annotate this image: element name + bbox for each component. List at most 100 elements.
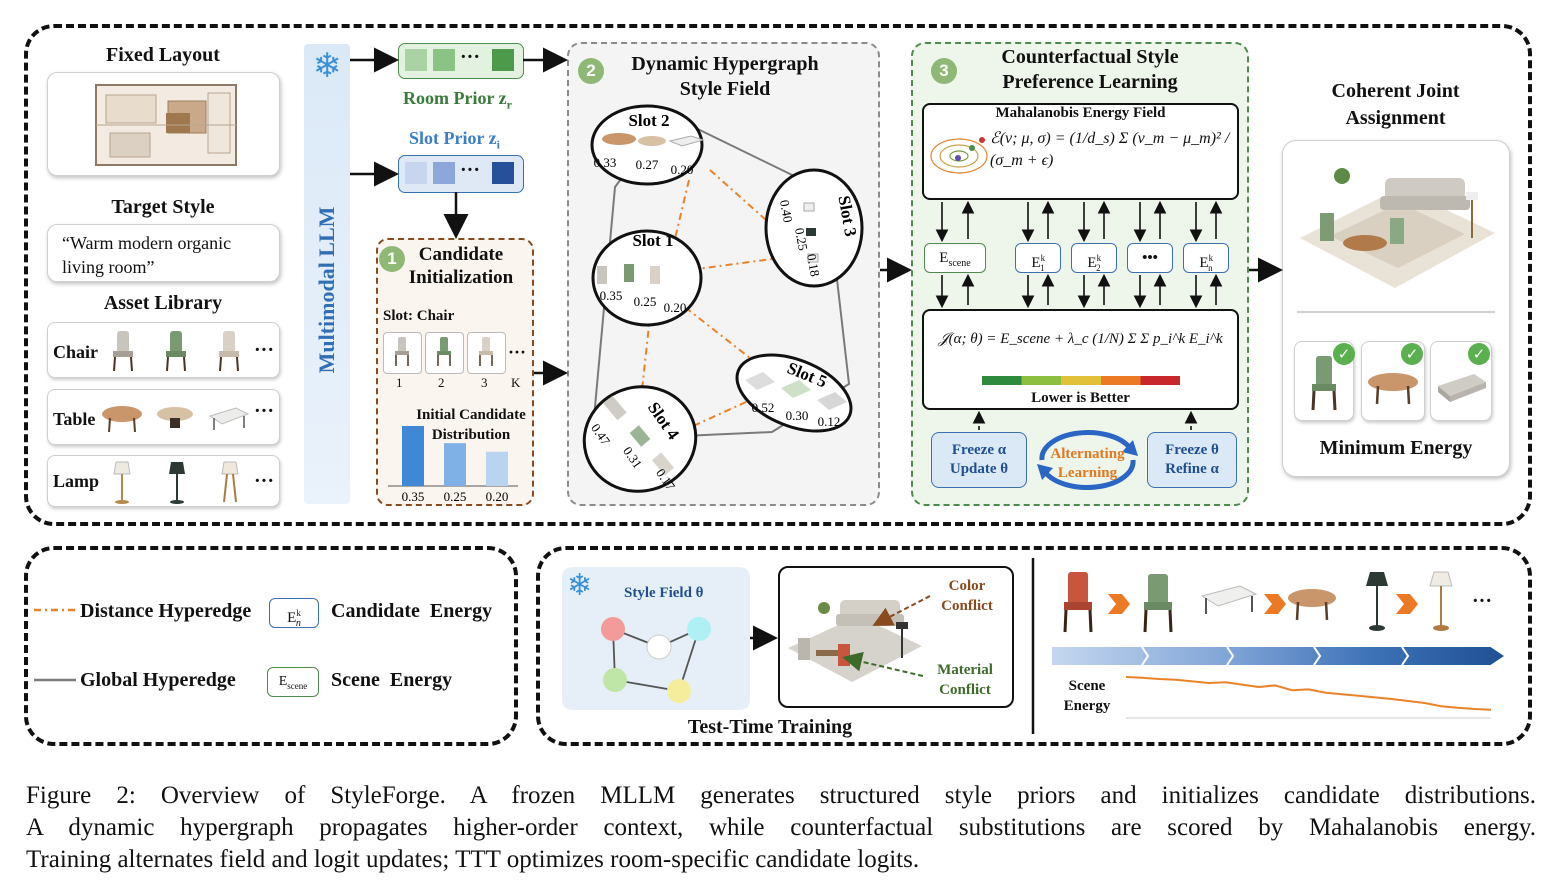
- style-field-label: Style Field θ: [624, 585, 704, 601]
- distance-hyperedge-swatch: [34, 608, 76, 612]
- slot-prob: 0.52: [752, 400, 775, 415]
- dist-bar: [486, 451, 508, 486]
- slot-prob: 0.20: [664, 300, 687, 315]
- prior-dots: ···: [460, 159, 481, 181]
- slot-prior-cell: [405, 162, 427, 184]
- ellipsis: ···: [254, 339, 275, 361]
- room-prior-cell: [405, 49, 427, 71]
- mahalanobis-box: [922, 103, 1239, 200]
- style-quote-line1: “Warm modern organic: [62, 233, 232, 253]
- candidate-energy-box: Ekn: [1183, 243, 1229, 273]
- slot-prob: 0.20: [671, 162, 694, 177]
- caption-line3: Training alternates field and logit upda…: [26, 846, 920, 873]
- check-icon: ✓: [1333, 343, 1355, 365]
- asset-row-label: Chair: [53, 342, 98, 362]
- style-quote-card: “Warm modern organic living room”: [47, 224, 280, 282]
- room-prior-label: Room Prior zr: [403, 88, 512, 112]
- slot-prob: 0.33: [594, 155, 617, 170]
- check-icon: ✓: [1401, 343, 1423, 365]
- slot-label: Slot 2: [628, 111, 669, 130]
- assignment-divider: [1297, 311, 1495, 313]
- slot-1-chair-icon: [597, 264, 660, 284]
- scene-energy-label: Scene Energy: [331, 669, 453, 691]
- distance-hyperedge-label: Distance Hyperedge: [80, 600, 252, 622]
- candidate-index: 1: [396, 375, 403, 390]
- slot-chair-label: Slot: Chair: [383, 308, 455, 324]
- table-icon: [102, 406, 142, 433]
- fixed-layout-title: Fixed Layout: [106, 44, 220, 66]
- orange-chevron-icon: [1396, 594, 1418, 614]
- layout-card: [47, 72, 280, 176]
- slot-label: Slot 1: [632, 231, 673, 250]
- dist-bar-label: 0.35: [402, 489, 425, 504]
- slot-prob: 0.27: [636, 157, 659, 172]
- chair-icon: [219, 331, 239, 372]
- target-style-title: Target Style: [111, 196, 215, 218]
- slot-4-sofa-icon: [603, 395, 675, 476]
- minimum-energy-label: Minimum Energy: [1319, 437, 1473, 459]
- asset-row-label: Table: [53, 409, 96, 429]
- step-badge: 3: [931, 58, 957, 84]
- candidate-energy-legend-box: Ekn: [269, 598, 319, 629]
- energy-contour-icon: [930, 137, 988, 174]
- slot-prob: 0.30: [786, 408, 809, 423]
- substitution-sequence: [1063, 571, 1453, 633]
- red-chair-icon: [1063, 572, 1093, 633]
- slot-prob: 0.40: [777, 199, 796, 224]
- prior-dots: ···: [460, 46, 481, 68]
- slot-prior-label: Slot Prior zi: [409, 128, 500, 152]
- ribbon-separators: [1141, 647, 1410, 665]
- dist-bar: [402, 426, 424, 486]
- asset-row-table: Table ···: [47, 389, 280, 445]
- chair-icon: [437, 337, 451, 366]
- mahalanobis-formula: ℰ(v; μ, σ) = (1/d_s) Σ (v_m − μ_m)² / (σ…: [990, 130, 1230, 169]
- snowflake-icon: ❄: [312, 46, 342, 86]
- caption-line2: A dynamic hypergraph propagates higher-o…: [26, 814, 1536, 841]
- scene-energy-curve: [1126, 676, 1492, 719]
- scene-energy-box: Escene: [924, 243, 986, 273]
- llm-bar: [304, 44, 350, 504]
- candidate-energy-box: Ek2: [1071, 243, 1117, 273]
- chair-icon: [479, 337, 493, 366]
- candidate-index: K: [511, 375, 521, 390]
- table-icon: [1368, 373, 1418, 405]
- global-hyperedge-label: Global Hyperedge: [80, 669, 236, 691]
- table-icon: [157, 407, 193, 428]
- room-prior-cell: [433, 49, 455, 71]
- slot-prior-cell: [492, 162, 514, 184]
- chair-icon: [166, 331, 186, 372]
- green-chair-icon: [1143, 574, 1173, 633]
- sofa-icon: [1438, 374, 1486, 402]
- style-quote-line2: living room”: [62, 257, 155, 277]
- energy-line: [1126, 676, 1492, 711]
- candidate-energy-box: Ek1: [1015, 243, 1061, 273]
- candidate-index: 2: [438, 375, 445, 390]
- white-table-icon: [1200, 585, 1258, 614]
- dist-bar-label: 0.20: [486, 489, 509, 504]
- slot-prior-cell: [433, 162, 455, 184]
- warm-lamp-icon: [1429, 571, 1453, 631]
- scene-energy-legend-box: Escene: [267, 667, 319, 697]
- check-icon: ✓: [1468, 343, 1490, 365]
- legend-frame: [24, 546, 518, 746]
- ellipsis: ···: [254, 470, 275, 492]
- style-field-graph: [601, 617, 711, 703]
- chair-icon: [395, 337, 409, 366]
- dist-bar: [444, 443, 466, 486]
- overview-frame: [24, 24, 1532, 526]
- orange-chevron-icon: [1264, 594, 1286, 614]
- wood-table-icon: [1288, 589, 1336, 621]
- global-hyperedge-swatch: [34, 678, 76, 682]
- candidate-more: ···: [508, 342, 527, 362]
